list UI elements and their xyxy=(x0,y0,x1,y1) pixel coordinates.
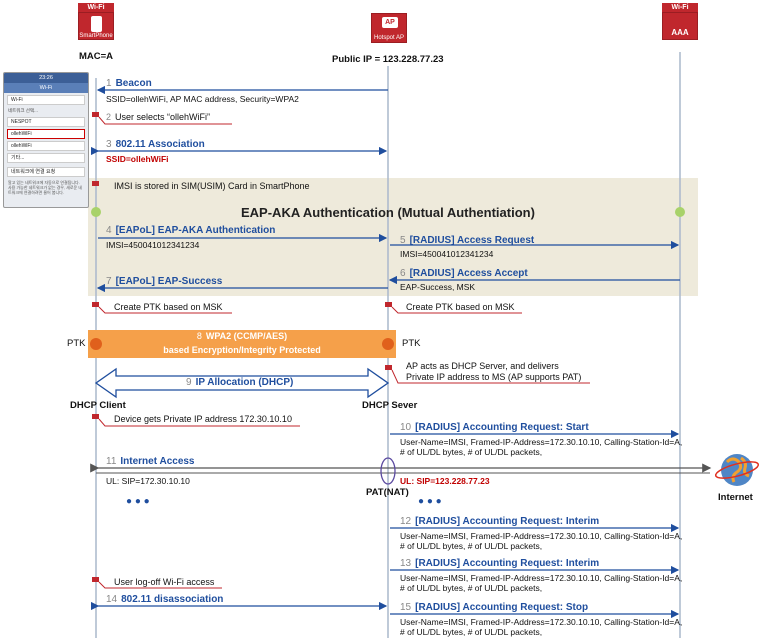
continuation-dots-right: ● ● ● xyxy=(418,496,442,507)
ptk-label-left: PTK xyxy=(67,338,86,349)
step-15-title: 15[RADIUS] Accounting Request: Stop xyxy=(400,602,589,613)
step-10-detail-1: User-Name=IMSI, Framed-IP-Address=172.30… xyxy=(400,437,683,447)
step-11-nat-detail: UL: SIP=123.228.77.23 xyxy=(400,476,490,486)
logoff-note: User log-off Wi-Fi access xyxy=(114,577,215,587)
phone-wifi-screenshot: 23:26 Wi-Fi Wi-Fi 네트워크 선택... NESPOT olle… xyxy=(3,72,89,208)
eap-dot-left xyxy=(91,207,101,217)
step-10-title: 10[RADIUS] Accounting Request: Start xyxy=(400,422,589,433)
dhcp-double-arrow xyxy=(94,367,390,399)
phone-network-4: 기타... xyxy=(7,153,85,163)
ptk-note-left: Create PTK based on MSK xyxy=(114,302,223,312)
step-8-line2: based Encryption/Integrity Protected xyxy=(163,345,321,355)
ptk-dot-left xyxy=(90,338,102,350)
ap-public-ip-label: Public IP = 123.228.77.23 xyxy=(332,54,444,65)
ptk-label-right: PTK xyxy=(402,338,421,349)
dhcp-note-line2: Private IP address to MS (AP supports PA… xyxy=(406,372,582,382)
step-6-title: 6[RADIUS] Access Accept xyxy=(400,268,528,279)
phone-footer-text: 알고 있는 네트워크에 자동으로 연결됩니다. 사용 가능한 네트워크가 없는 … xyxy=(8,180,83,195)
note-markers xyxy=(92,112,392,582)
step-11-detail: UL: SIP=172.30.10.10 xyxy=(106,476,190,486)
dhcp-server-label: DHCP Sever xyxy=(362,400,418,411)
phone-network-3: ollehWiFi xyxy=(7,141,85,151)
dhcp-note-line1: AP acts as DHCP Server, and delivers xyxy=(406,361,559,371)
phone-section-label: 네트워크 선택... xyxy=(8,108,38,113)
pat-nat-label: PAT(NAT) xyxy=(366,487,409,498)
phone-status-bar: 23:26 xyxy=(4,73,88,83)
smartphone-mac-label: MAC=A xyxy=(79,51,114,62)
ptk-note-right: Create PTK based on MSK xyxy=(406,302,515,312)
imsi-storage-note: IMSI is stored in SIM(USIM) Card in Smar… xyxy=(114,181,310,191)
note-underlines xyxy=(98,116,590,589)
step-7-title: 7[EAPoL] EAP-Success xyxy=(106,276,223,287)
ptk-dot-right xyxy=(382,338,394,350)
step-13-detail-2: # of UL/DL bytes, # of UL/DL packets, xyxy=(400,583,543,593)
pat-nat-ring xyxy=(380,457,396,485)
step-10-detail-2: # of UL/DL bytes, # of UL/DL packets, xyxy=(400,447,543,457)
step-15-detail-2: # of UL/DL bytes, # of UL/DL packets, xyxy=(400,627,543,637)
phone-wifi-toggle-row: Wi-Fi xyxy=(7,95,85,105)
step-5-title: 5[RADIUS] Access Request xyxy=(400,235,535,246)
ap-icon: AP Hotspot AP xyxy=(371,13,407,43)
continuation-dots-left: ● ● ● xyxy=(126,496,150,507)
ap-entity: AP Hotspot AP xyxy=(371,13,407,43)
step-13-title: 13[RADIUS] Accounting Request: Interim xyxy=(400,558,600,569)
wpa2-band xyxy=(88,330,396,358)
dhcp-client-label: DHCP Client xyxy=(70,400,126,411)
phone-ask-row: 네트워크에 연결 요청 xyxy=(7,167,85,177)
step-12-detail-1: User-Name=IMSI, Framed-IP-Address=172.30… xyxy=(400,531,683,541)
step-15-detail-1: User-Name=IMSI, Framed-IP-Address=172.30… xyxy=(400,617,683,627)
step-1-detail: SSID=ollehWiFi, AP MAC address, Security… xyxy=(106,94,299,104)
private-ip-note: Device gets Private IP address 172.30.10… xyxy=(114,414,292,424)
phone-network-2: ollehWiFi xyxy=(7,129,85,139)
phone-title-bar: Wi-Fi xyxy=(4,83,88,93)
aaa-entity: Wi-Fi AAA xyxy=(662,3,698,40)
smartphone-entity: Wi-Fi SmartPhone xyxy=(78,3,114,40)
step-6-detail: EAP-Success, MSK xyxy=(400,282,476,292)
wifi-badge: Wi-Fi xyxy=(78,3,114,12)
step-13-detail-1: User-Name=IMSI, Framed-IP-Address=172.30… xyxy=(400,573,683,583)
phone-network-1: NESPOT xyxy=(7,117,85,127)
step-12-title: 12[RADIUS] Accounting Request: Interim xyxy=(400,516,600,527)
internet-label: Internet xyxy=(718,492,753,503)
step-5-detail: IMSI=450041012341234 xyxy=(400,249,494,259)
step-3-detail: SSID=ollehWiFi xyxy=(106,154,169,164)
step-4-title: 4[EAPoL] EAP-AKA Authentication xyxy=(106,225,276,236)
aaa-icon: AAA xyxy=(662,12,698,40)
eap-dot-right xyxy=(675,207,685,217)
smartphone-icon: SmartPhone xyxy=(78,12,114,40)
step-12-detail-2: # of UL/DL bytes, # of UL/DL packets, xyxy=(400,541,543,551)
eap-auth-title: EAP-AKA Authentication (Mutual Authentia… xyxy=(241,205,535,220)
step-4-detail: IMSI=450041012341234 xyxy=(106,240,200,250)
